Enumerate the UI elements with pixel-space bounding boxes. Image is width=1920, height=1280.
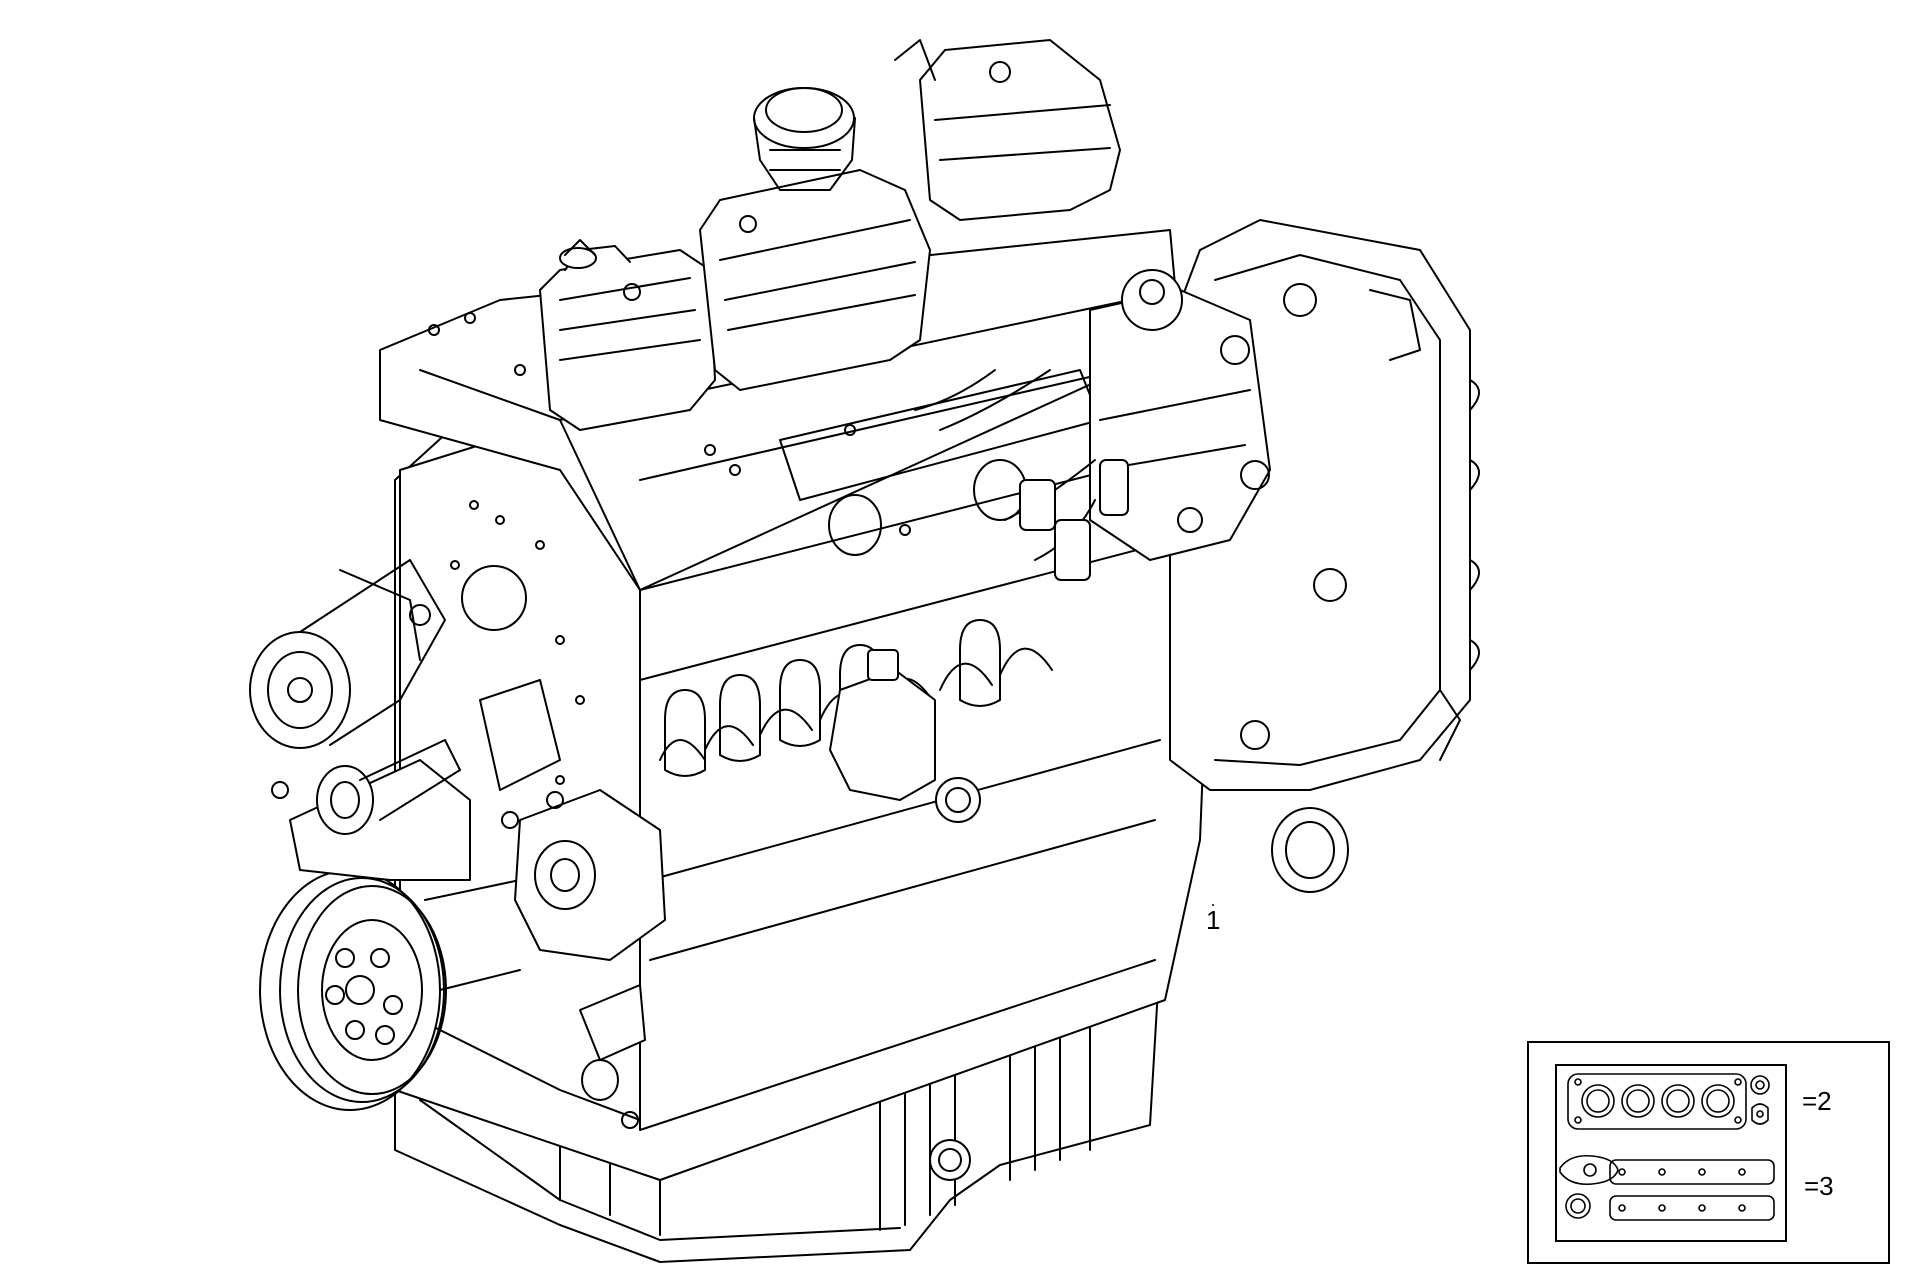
timing-cover-ribs [1439,379,1480,761]
rocker-gasket-kit-drawing [1559,1154,1775,1221]
callout-3-rocker-gasket-kit: =3 [1804,1171,1834,1201]
gasket-kit-frame [1555,1064,1787,1242]
water-pump [501,789,666,1129]
head-gasket-kit-drawing [1567,1073,1770,1130]
idler-pulley [249,559,446,749]
callout-1-engine-assembly: 1 [1206,905,1221,935]
fuel-lift-pump [829,649,981,823]
engine-block [394,329,1211,1181]
gasket-kit-inset [1527,1041,1890,1264]
rocker-covers [539,39,1121,431]
fuel-injection-pump [914,269,1271,581]
crankshaft-pulley [259,869,521,1111]
tensioner-bracket [271,739,471,881]
callout-2-head-gasket-kit: =2 [1802,1086,1832,1116]
oil-filler-cap [559,239,597,269]
